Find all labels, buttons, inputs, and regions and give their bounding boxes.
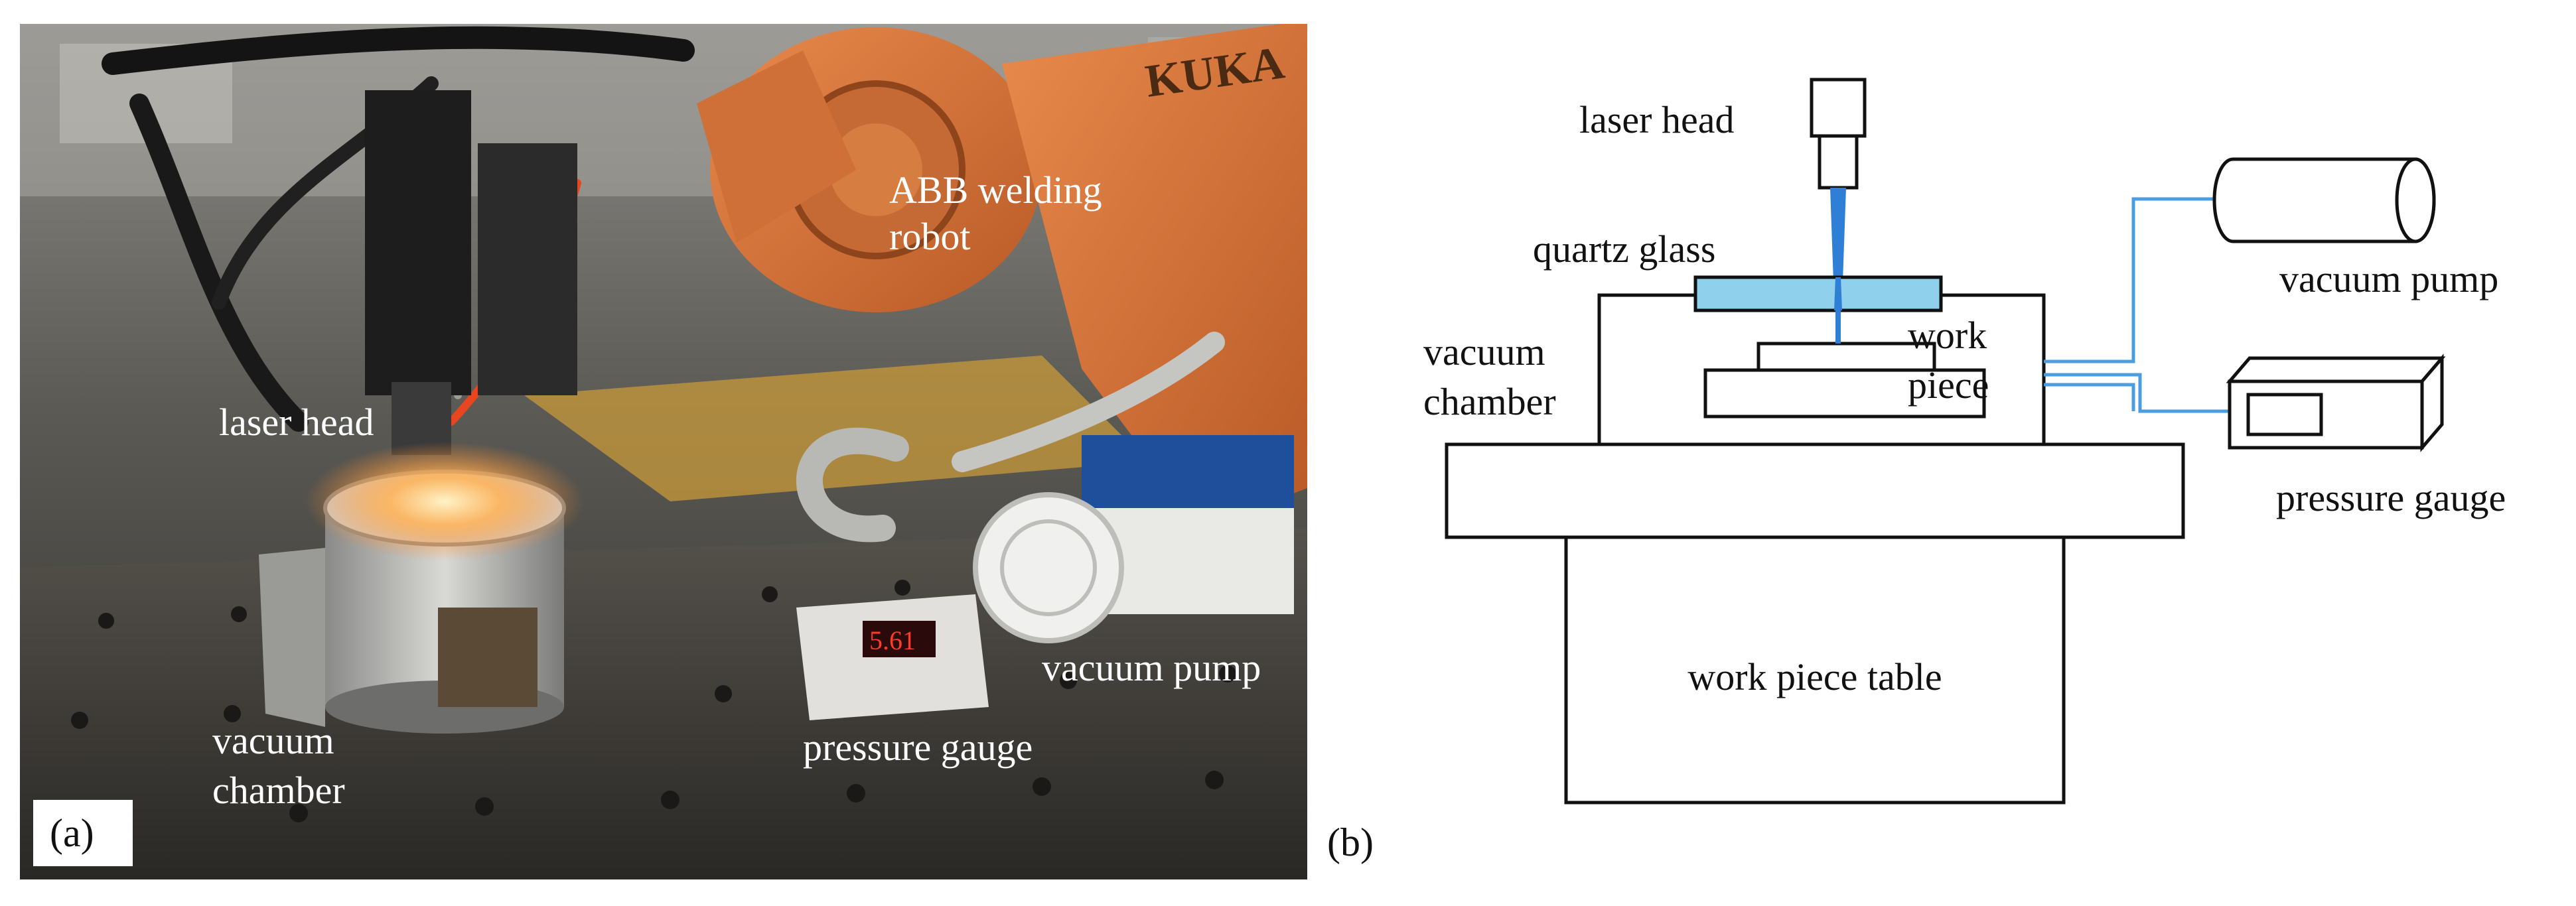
work-piece [1703,342,1986,419]
gauge-readout: 5.61 [869,625,916,655]
photo-label-vacuum-chamber-line2: chamber [212,769,345,812]
diagram-label-pressure-gauge: pressure gauge [2276,476,2506,519]
pressure-gauge-symbol [2226,354,2446,452]
photo-panel-a: KUKA [20,24,1307,879]
diagram-label-laser-head: laser head [1579,98,1734,141]
photo-label-robot-line2: robot [889,215,970,258]
diagram-label-vacuum-chamber-line2: chamber [1423,380,1556,423]
photo-label-vacuum-chamber-line1: vacuum [212,719,334,762]
diagram-label-vacuum-chamber-line1: vacuum [1423,330,1545,373]
diagram-label-vacuum-pump: vacuum pump [2279,257,2498,300]
vacuum-pump-symbol [2212,157,2436,243]
photo-label-vacuum-pump: vacuum pump [1042,646,1261,689]
quartz-glass [1693,275,1943,312]
welding-robot: KUKA [697,24,1307,528]
diagram-label-quartz-glass: quartz glass [1533,227,1715,271]
table-top [1445,442,2185,539]
laser-head-assembly [365,90,577,455]
vacuum-pump [796,332,1294,643]
photo-label-laser-head: laser head [219,401,374,444]
work-piece-table [1564,535,2066,805]
connection-pipes [2044,197,2230,413]
laser-head-symbol [1810,78,1867,190]
diagram-label-work-piece-line1: work [1908,314,1987,357]
schematic-panel-b: (b) laser head vacuum chamber quartz gla… [1321,0,2576,903]
panel-b-tag: (b) [1327,820,1374,864]
photo-label-robot-line1: ABB welding [889,168,1102,212]
diagram-label-work-piece-line2: piece [1908,363,1989,407]
schematic-diagram: (b) laser head vacuum chamber quartz gla… [1327,78,2506,864]
photo-label-pressure-gauge: pressure gauge [803,726,1033,769]
lab-photo: KUKA [20,24,1307,879]
panel-a-tag: (a) [50,811,94,855]
diagram-label-work-piece-table: work piece table [1687,655,1942,698]
pressure-gauge-device: 5.61 [796,594,989,720]
